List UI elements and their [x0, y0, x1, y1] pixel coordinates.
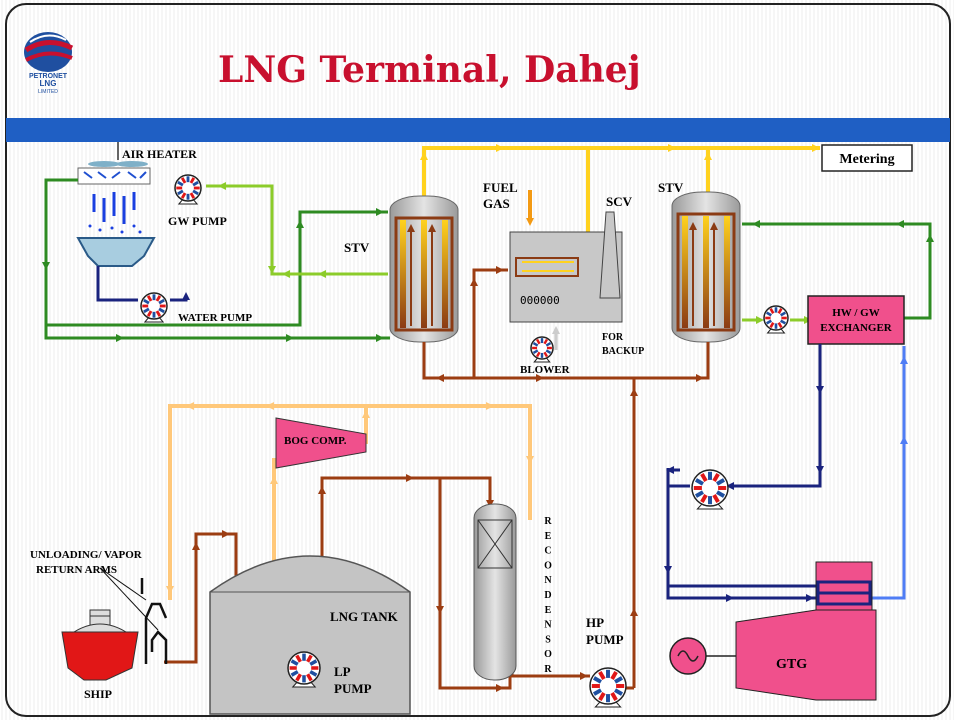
recondensor-letter: D	[544, 590, 551, 601]
scv-burners: 000000	[520, 294, 560, 307]
hp-pump-icon	[589, 667, 627, 708]
stv-right-label: STV	[658, 180, 684, 195]
exchanger-label-1: HW / GW	[832, 307, 879, 319]
page-title: LNG Terminal, Dahej	[218, 49, 641, 91]
gw-pump-label: GW PUMP	[168, 214, 227, 228]
water-pump-discharge-line	[170, 292, 190, 302]
water-pump-label: WATER PUMP	[178, 312, 252, 324]
unloading-leader-2	[99, 567, 159, 631]
recondensor-letter: R	[544, 664, 552, 675]
water-pump-icon	[140, 292, 168, 323]
gtg-label: GTG	[776, 657, 807, 672]
metering-label: Metering	[839, 152, 894, 167]
recondensor-letter: S	[545, 634, 551, 645]
recondensor-letter: C	[544, 546, 551, 557]
air-heater-label: AIR HEATER	[122, 147, 197, 161]
recondensor-vessel	[473, 503, 517, 681]
title-banner	[6, 118, 950, 142]
hot-water-return-loop	[872, 346, 906, 600]
unloading-label-2: RETURN ARMS	[36, 564, 117, 576]
outer-border	[5, 3, 951, 717]
recondensor-letter: E	[545, 531, 552, 542]
hp-pump-label: PUMP	[586, 632, 624, 647]
whru-stack	[815, 561, 873, 611]
lng-tank-label: LNG TANK	[330, 609, 399, 624]
lp-pump-label: PUMP	[334, 681, 372, 696]
for-label: FOR	[602, 332, 624, 343]
air-heater	[76, 142, 156, 267]
lp-label: LP	[334, 664, 351, 679]
hot-water-pump-icon	[691, 469, 729, 510]
unloading-label-1: UNLOADING/ VAPOR	[30, 549, 143, 561]
metering-box	[821, 144, 913, 172]
pumps	[140, 174, 789, 708]
logo-text-2: LNG	[40, 79, 57, 88]
stv-left-vessel	[389, 195, 459, 343]
sine-wave-icon	[677, 650, 699, 662]
recondensor-letter: E	[545, 605, 552, 616]
logo-text-1: PETRONET	[29, 73, 68, 80]
ship-label: SHIP	[84, 687, 112, 701]
unloading-arms	[140, 578, 168, 664]
bog-comp-label: BOG COMP.	[284, 435, 347, 447]
gtg-turbine	[735, 609, 877, 701]
blower-icon	[530, 336, 554, 363]
blower-label: BLOWER	[520, 364, 571, 376]
gw-pump-icon	[174, 174, 202, 205]
fuel-label: FUEL	[483, 180, 518, 195]
hw-gw-exchanger	[807, 295, 905, 345]
recondensor-letter: O	[544, 560, 552, 571]
recondensor-letter: O	[544, 649, 552, 660]
gas-label: GAS	[483, 196, 510, 211]
recondensor-letter: N	[544, 575, 552, 586]
stv-left-label: STV	[344, 240, 370, 255]
ship	[61, 609, 139, 681]
exchanger-label-2: EXCHANGER	[820, 322, 893, 334]
scv-unit: 000000	[509, 211, 623, 323]
bog-compressor	[275, 417, 367, 469]
hp-label: HP	[586, 615, 604, 630]
scv-label: SCV	[606, 194, 633, 209]
unloading-leader-1	[99, 567, 147, 601]
lng-tank	[209, 555, 411, 715]
backup-label: BACKUP	[602, 346, 644, 357]
lp-pump-icon	[287, 651, 321, 688]
logo-text-3: LIMITED	[38, 89, 58, 95]
recondensor-letter: R	[544, 516, 552, 527]
water-pump-suction-line	[96, 266, 138, 302]
gw-exchanger-pump-icon	[763, 305, 789, 334]
recondensor-letter: N	[544, 620, 552, 631]
petronet-logo: PETRONET LNG LIMITED	[24, 32, 74, 95]
stv-right-vessel	[671, 191, 741, 343]
